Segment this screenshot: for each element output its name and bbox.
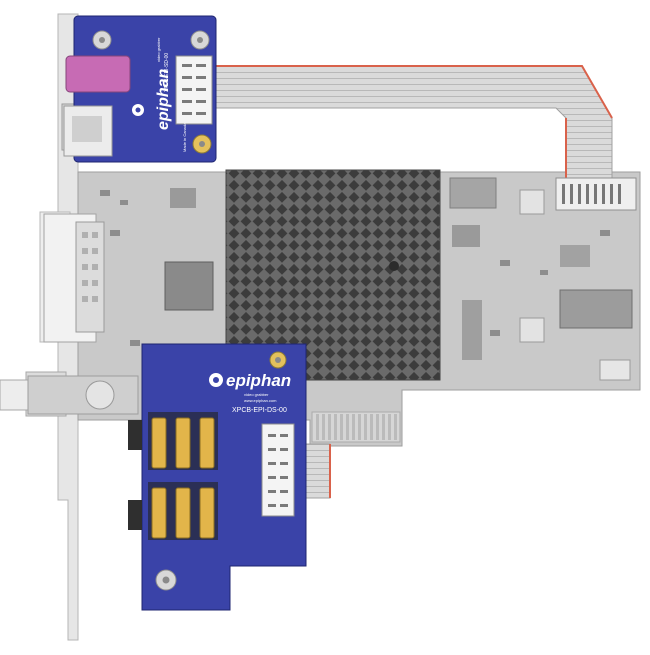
bottom-card-url: www.epiphan.com bbox=[244, 398, 277, 403]
bottom-card-brand: epiphan bbox=[226, 371, 291, 390]
audio-jack-array bbox=[148, 412, 218, 540]
bottom-card-model: XPCB-EPI-DS-00 bbox=[232, 407, 287, 414]
dvi-connector bbox=[43, 213, 105, 343]
top-card-footer: Made in Canada bbox=[182, 122, 187, 152]
top-daughter-card: epiphan XPCB-EPI-SD-00 video grabber Mad… bbox=[63, 15, 217, 163]
ribbon-cable-top bbox=[211, 65, 637, 211]
bottom-daughter-card: epiphan video grabber www.epiphan.com XP… bbox=[128, 343, 307, 611]
top-card-brand: epiphan bbox=[155, 68, 172, 130]
bottom-card-small-text: video grabber bbox=[244, 392, 269, 397]
top-card-model: XPCB-EPI-SD-00 bbox=[164, 53, 170, 92]
top-card-small-text: video grabber bbox=[156, 37, 161, 62]
bnc-connector bbox=[0, 375, 139, 415]
